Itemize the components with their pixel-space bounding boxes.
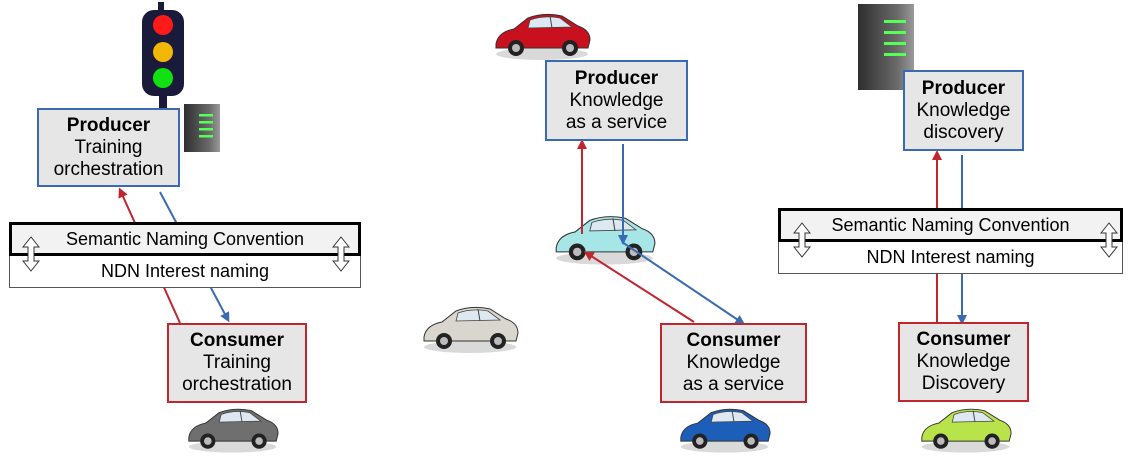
ndn-naming-band: NDN Interest naming [778, 242, 1123, 274]
bidirectional-arrow-icon [22, 236, 40, 272]
semantic-naming-label: Semantic Naming Convention [65, 229, 305, 249]
producer-box-discovery: Producer Knowledge discovery [903, 70, 1024, 151]
car-icon [921, 408, 1012, 453]
producer-title: Producer [66, 114, 151, 136]
bidirectional-arrow-icon [1100, 222, 1118, 258]
semantic-naming-band: Semantic Naming Convention [9, 222, 361, 256]
producer-line2: as a service [565, 111, 668, 133]
consumer-title: Consumer [190, 330, 284, 351]
car-icon [423, 306, 519, 354]
consumer-box-training: Consumer Training orchestration [167, 323, 307, 403]
car-icon [555, 216, 656, 266]
server-icon [184, 104, 220, 152]
traffic-light-icon [142, 2, 184, 110]
ndn-naming-label: NDN Interest naming [100, 261, 270, 281]
producer-line1: Knowledge [569, 89, 664, 111]
bidirectional-arrow-icon [793, 222, 811, 258]
bidirectional-arrow-icon [332, 236, 350, 272]
consumer-line2: as a service [682, 374, 785, 395]
request-arrow [583, 251, 695, 323]
car-icon [495, 13, 591, 61]
consumer-title: Consumer [686, 330, 781, 351]
consumer-box-discovery: Consumer Knowledge Discovery [898, 322, 1029, 402]
consumer-line2: orchestration [182, 374, 292, 395]
consumer-box-kaas: Consumer Knowledge as a service [660, 323, 807, 403]
consumer-line1: Knowledge [916, 351, 1011, 372]
producer-title: Producer [574, 67, 659, 89]
producer-box-kaas: Producer Knowledge as a service [545, 60, 688, 141]
car-icon [188, 408, 279, 453]
producer-box-training: Producer Training orchestration [37, 108, 180, 187]
ndn-naming-band: NDN Interest naming [9, 256, 361, 288]
response-arrow [621, 241, 746, 325]
consumer-line1: Training [203, 352, 271, 373]
consumer-line1: Knowledge [686, 352, 781, 373]
consumer-title: Consumer [916, 329, 1011, 350]
producer-line2: discovery [923, 121, 1004, 143]
ndn-naming-label: NDN Interest naming [866, 247, 1035, 267]
producer-title: Producer [921, 77, 1006, 99]
producer-line1: Training [74, 136, 143, 158]
consumer-line2: Discovery [921, 373, 1006, 394]
producer-line2: orchestration [53, 158, 164, 180]
producer-line1: Knowledge [916, 99, 1011, 121]
semantic-naming-label: Semantic Naming Convention [831, 215, 1070, 235]
semantic-naming-band: Semantic Naming Convention [778, 208, 1123, 242]
car-icon [680, 408, 771, 453]
